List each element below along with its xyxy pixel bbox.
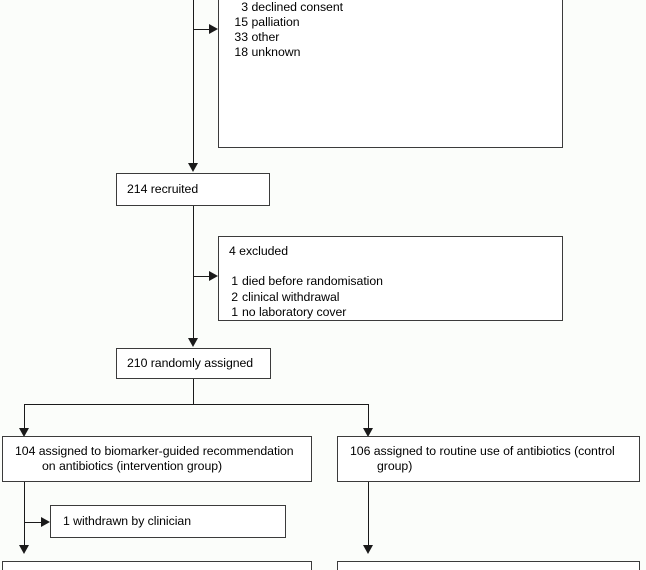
intervention-box: 104 assigned to biomarker-guided recomme…	[2, 436, 312, 482]
randomised-box: 210 randomly assigned	[116, 348, 271, 379]
exclusion-label: unknown	[251, 45, 301, 60]
recruited-label: 214 recruited	[127, 182, 199, 196]
connector-split-right	[367, 403, 369, 430]
arrowhead-to-randomised	[187, 338, 198, 347]
exclusion-label: declined consent	[251, 0, 344, 14]
arrowhead-intervention-next	[19, 545, 29, 554]
connector-split-left	[24, 403, 26, 430]
intervention-next-box	[2, 561, 312, 570]
exclusion-count: 18	[234, 45, 248, 60]
connector-to-withdrawn	[24, 521, 43, 523]
intervention-line-1: 104 assigned to biomarker-guided recomme…	[15, 444, 294, 458]
randomised-label: 210 randomly assigned	[127, 356, 254, 370]
control-next-box	[337, 561, 640, 570]
exclusion-label: other	[251, 30, 280, 45]
connector-recruited-to-randomised	[192, 206, 194, 339]
arrowhead-to-excluded	[209, 270, 218, 281]
connector-to-excluded	[192, 275, 212, 277]
recruited-box: 214 recruited	[116, 173, 270, 206]
excluded-reason: 1 died before randomisation	[229, 274, 554, 289]
arrowhead-control-next	[362, 545, 373, 554]
screening-exclusions-box: 3bleeding diathesis 10intracranial press…	[218, 0, 563, 148]
excluded-label: clinical withdrawal	[242, 289, 340, 304]
connector-control-trunk	[367, 482, 369, 546]
connector-randomised-stem	[192, 379, 194, 405]
arrowhead-to-intervention	[19, 428, 29, 437]
excluded-label: died before randomisation	[242, 274, 383, 289]
exclusion-label: palliation	[251, 15, 300, 30]
connector-intervention-trunk	[24, 482, 26, 546]
connector-split-bar	[24, 403, 369, 405]
exclusion-count: 15	[234, 15, 248, 30]
withdrawn-box: 1 withdrawn by clinician	[50, 505, 286, 538]
arrowhead-to-withdrawn	[41, 516, 50, 527]
excluded-label: no laboratory cover	[242, 304, 347, 319]
arrowhead-to-recruited	[187, 163, 198, 172]
excluded-count: 1	[231, 274, 238, 289]
excluded-count: 1	[231, 304, 238, 319]
connector-to-screening-exclusions	[192, 28, 212, 30]
intervention-line-2: on antibiotics (intervention group)	[42, 459, 223, 474]
withdrawn-label: 1 withdrawn by clinician	[63, 514, 191, 528]
arrowhead-to-control	[362, 428, 373, 437]
excluded-reason: 1 no laboratory cover	[229, 305, 554, 320]
connector-trunk-top	[192, 0, 194, 164]
excluded-count: 2	[231, 289, 238, 304]
exclusion-count: 3	[241, 0, 248, 14]
control-line-2: group)	[377, 459, 413, 474]
control-box: 106 assigned to routine use of antibioti…	[337, 436, 640, 482]
arrowhead-to-screening-exclusions	[209, 23, 218, 34]
exclusion-count: 33	[234, 30, 248, 45]
excluded-heading: 4 excluded	[229, 244, 288, 258]
excluded-reason: 2 clinical withdrawal	[229, 290, 554, 305]
control-line-1: 106 assigned to routine use of antibioti…	[350, 444, 615, 458]
